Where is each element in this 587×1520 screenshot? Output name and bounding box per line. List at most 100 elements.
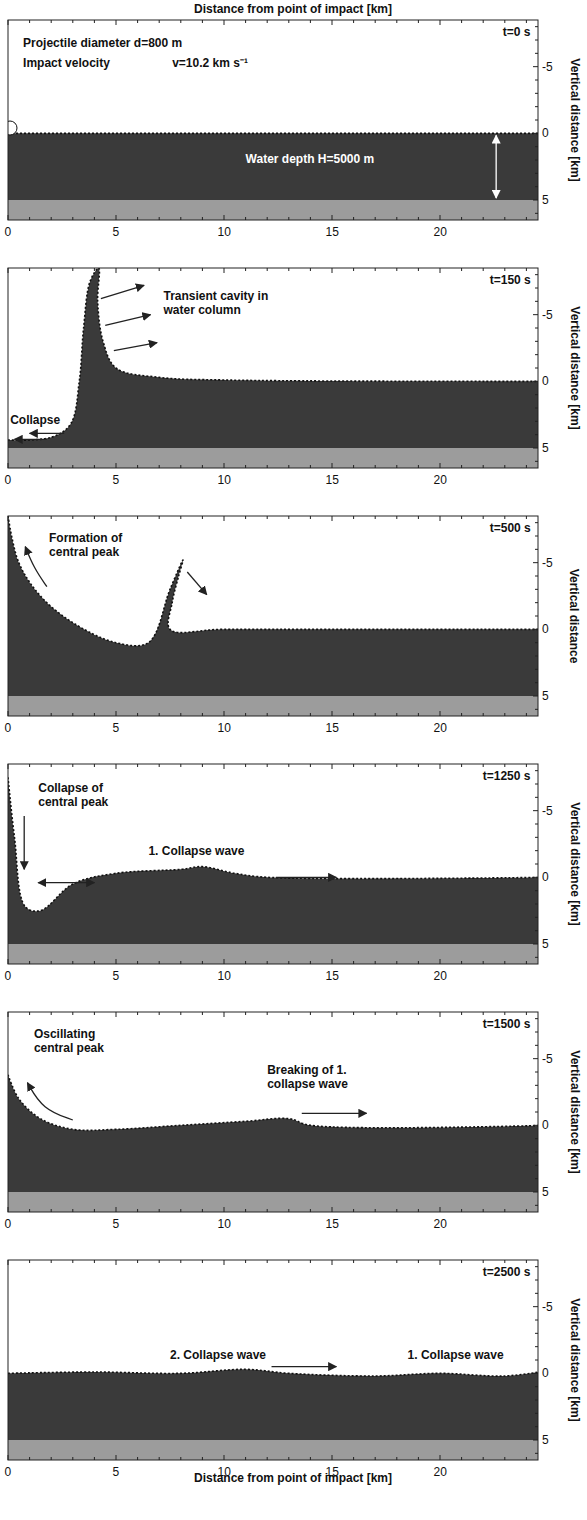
water-surface <box>8 133 538 135</box>
motion-arrow <box>101 285 144 298</box>
annotation: Collapse <box>10 413 60 427</box>
tick-label: 15 <box>326 969 339 983</box>
annotation: Transient cavity in water column <box>164 289 284 317</box>
motion-arrow <box>276 877 336 878</box>
tick-label: -5 <box>542 308 553 322</box>
panel <box>8 777 538 964</box>
annotation: t=500 s <box>490 521 531 535</box>
annotation: Oscillating central peak <box>34 1027 134 1055</box>
tick-label: -5 <box>542 556 553 570</box>
motion-arrow <box>496 135 497 198</box>
tick-label: 20 <box>434 1217 447 1231</box>
tick-label: 0 <box>5 1465 12 1479</box>
tick-label: 0 <box>542 1118 549 1132</box>
panel <box>8 268 538 468</box>
tick-label: 20 <box>434 473 447 487</box>
tick-label: 5 <box>542 193 549 207</box>
panel <box>8 1369 538 1460</box>
annotation: t=1500 s <box>483 1017 531 1031</box>
panel <box>8 121 538 220</box>
axis-title: Vertical distance [km] <box>567 1298 581 1421</box>
axis-title: Vertical distance [km] <box>567 306 581 429</box>
motion-arrow <box>38 882 94 883</box>
tick-label: 5 <box>542 937 549 951</box>
tick-label: 15 <box>326 1217 339 1231</box>
annotation: t=2500 s <box>483 1265 531 1279</box>
panel <box>8 1075 538 1212</box>
annotation: t=150 s <box>490 273 531 287</box>
motion-arrow <box>114 343 157 351</box>
motion-arrow <box>30 433 65 434</box>
annotation: Impact velocity <box>23 56 110 70</box>
tick-label: 5 <box>542 441 549 455</box>
axis-frame <box>8 1012 538 1212</box>
water-surface <box>8 1369 538 1376</box>
tick-label: 10 <box>218 473 231 487</box>
water-column <box>8 777 538 944</box>
water-surface <box>8 268 538 440</box>
seafloor <box>8 944 538 964</box>
tick-label: -5 <box>542 1300 553 1314</box>
water-surface <box>8 516 538 646</box>
motion-arrow <box>187 572 206 595</box>
tick-label: 5 <box>542 689 549 703</box>
motion-arrow <box>27 1083 72 1120</box>
axis-frame <box>8 764 538 964</box>
tick-label: 20 <box>434 225 447 239</box>
annotation: Distance from point of impact [km] <box>194 1471 392 1485</box>
annotation: t=0 s <box>503 25 531 39</box>
tick-label: 20 <box>434 721 447 735</box>
annotation: 1. Collapse wave <box>408 1348 504 1362</box>
annotation: Projectile diameter d=800 m <box>23 36 182 50</box>
tick-label: -5 <box>542 60 553 74</box>
water-column <box>8 268 538 448</box>
axis-title: Vertical distance [km] <box>567 58 581 181</box>
water-surface <box>8 777 538 911</box>
annotation: t=1250 s <box>483 769 531 783</box>
water-column <box>8 1075 538 1192</box>
tick-label: -5 <box>542 804 553 818</box>
motion-arrow <box>105 315 150 326</box>
axis-title: Vertical distance [km] <box>567 802 581 925</box>
tick-label: 15 <box>326 225 339 239</box>
tick-label: 0 <box>5 1217 12 1231</box>
tick-label: 20 <box>434 1465 447 1479</box>
seafloor <box>8 1440 538 1460</box>
water-column <box>8 516 538 696</box>
tick-label: -5 <box>542 1052 553 1066</box>
annotation: Formation of central peak <box>49 531 149 559</box>
tick-label: 15 <box>326 721 339 735</box>
tick-label: 0 <box>5 969 12 983</box>
tick-label: 5 <box>113 473 120 487</box>
annotation: 2. Collapse wave <box>170 1348 266 1362</box>
axis-frame <box>8 1260 538 1460</box>
tick-label: 10 <box>218 969 231 983</box>
tick-label: 5 <box>113 225 120 239</box>
tick-label: 15 <box>326 473 339 487</box>
tick-label: 5 <box>542 1185 549 1199</box>
tick-label: 10 <box>218 1217 231 1231</box>
water-column <box>8 133 538 200</box>
annotation: Breaking of 1. collapse wave <box>267 1063 377 1091</box>
seafloor <box>8 1192 538 1212</box>
tick-label: 10 <box>218 225 231 239</box>
annotation: Distance from point of impact [km] <box>194 2 392 16</box>
tick-label: 20 <box>434 969 447 983</box>
annotation: v=10.2 km s⁻¹ <box>172 56 248 70</box>
seafloor <box>8 696 538 716</box>
motion-arrow <box>302 1113 367 1114</box>
axis-title: Vertical distance <box>567 569 581 664</box>
seafloor <box>8 448 538 468</box>
motion-arrow <box>24 816 25 869</box>
tick-label: 0 <box>542 1366 549 1380</box>
tick-label: 0 <box>5 721 12 735</box>
motion-arrow <box>14 439 46 440</box>
annotation: Water depth H=5000 m <box>246 152 375 166</box>
projectile <box>8 121 17 135</box>
tick-label: 5 <box>113 1217 120 1231</box>
axis-frame <box>8 268 538 468</box>
tick-label: 5 <box>113 1465 120 1479</box>
annotation: Collapse of central peak <box>38 781 138 809</box>
tick-label: 0 <box>542 374 549 388</box>
tick-label: 0 <box>5 473 12 487</box>
